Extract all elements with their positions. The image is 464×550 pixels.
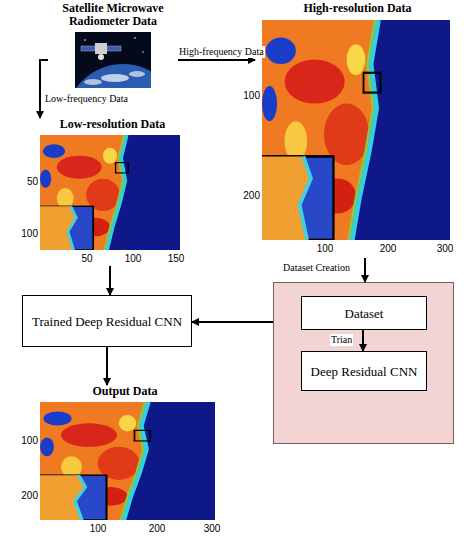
box-text: Deep Residual CNN [311,364,418,379]
axis-tick: 200 [220,190,260,201]
map-image [40,135,180,250]
cloud [84,79,102,85]
axis-tick: 100 [220,90,260,101]
axis-tick: 100 [305,243,345,254]
image-panel: Output Data [20,385,230,548]
training-group: DatasetDeep Residual CNN [273,282,454,444]
low-resolution-map [40,135,180,250]
flow-arrow [40,60,48,118]
output-map [40,402,215,520]
map-image [262,20,450,240]
cloud [129,71,145,77]
axis-tick: 200 [0,490,38,501]
panel-heading: Low-resolution Data [20,118,205,131]
high-resolution-map [262,20,450,240]
star [84,39,86,41]
source-panel: Satellite Microwave Radiometer Data [48,2,178,88]
flow-arrow [192,321,273,323]
cloud [101,74,129,82]
satellite-picture [75,32,151,88]
process-box: Deep Residual CNN [301,351,427,391]
box-text: Dataset [345,306,384,321]
axis-tick: 100 [0,228,38,239]
flow-arrow [106,347,108,385]
satellite-body [95,43,107,54]
axis-tick: 200 [137,523,177,534]
axis-tick: 300 [192,523,232,534]
axis-tick: 100 [0,435,38,446]
star [134,37,136,39]
image-panel: High-resolution Data [255,2,460,258]
earth [75,64,151,88]
flow-arrow [178,59,255,61]
map-image [40,402,215,520]
axis-tick: 150 [156,253,196,264]
panel-heading: Output Data [20,385,230,398]
edge-label: Low-frequency Data [44,93,129,105]
antenna [98,54,104,60]
flow-arrow [109,266,111,295]
solar-panel [107,46,121,51]
axis-tick: 50 [67,253,107,264]
edge-label: Trian [330,334,353,346]
panel-heading: High-resolution Data [255,2,460,15]
process-box: Trained Deep Residual CNN [22,295,192,347]
axis-tick: 100 [78,523,118,534]
flow-arrow [364,258,366,282]
process-box: Dataset [301,296,427,330]
star [142,51,143,52]
axis-tick: 50 [0,176,38,187]
box-text: Trained Deep Residual CNN [32,314,182,329]
axis-tick: 300 [425,243,464,254]
solar-panel [81,46,95,51]
edge-label: Dataset Creation [282,262,351,274]
axis-tick: 100 [113,253,153,264]
image-panel: Low-resolution Data [20,118,205,266]
edge-label: High-frequency Data [178,46,265,58]
axis-tick: 200 [368,243,408,254]
panel-heading: Satellite Microwave Radiometer Data [48,2,178,28]
